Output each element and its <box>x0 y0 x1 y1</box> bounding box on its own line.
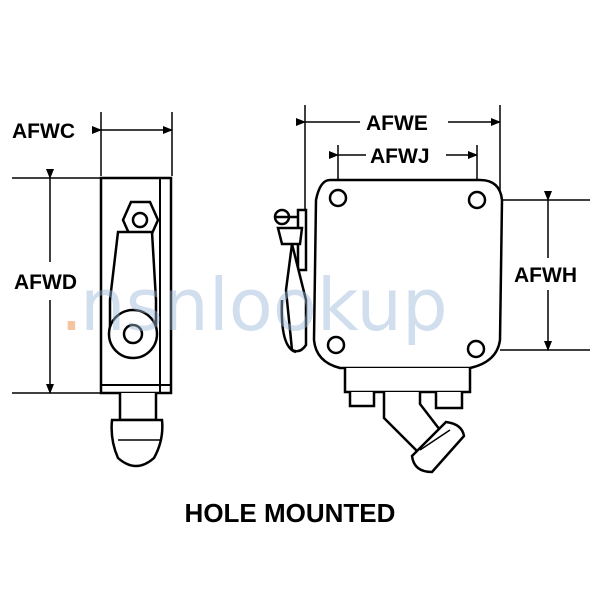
dimension-afwc: AFWC <box>12 120 173 143</box>
dimension-label-afwd: AFWD <box>14 271 77 294</box>
watermark: . nsnlookup <box>60 263 448 347</box>
caption: HOLE MOUNTED <box>185 498 396 528</box>
dimension-afwe: AFWE <box>296 112 501 135</box>
dimension-afwd: AFWD <box>12 169 92 394</box>
watermark-dot: . <box>60 263 83 347</box>
dimension-afwj: AFWJ <box>329 145 478 168</box>
dimension-label-afwh: AFWH <box>514 264 577 287</box>
watermark-text: nsnlookup <box>80 263 448 347</box>
dimension-label-afwe: AFWE <box>366 112 428 135</box>
front-view <box>273 105 590 474</box>
side-view <box>12 112 173 468</box>
dimension-label-afwj: AFWJ <box>370 145 430 168</box>
dimension-label-afwc: AFWC <box>12 120 75 143</box>
dimension-afwh: AFWH <box>512 191 592 351</box>
